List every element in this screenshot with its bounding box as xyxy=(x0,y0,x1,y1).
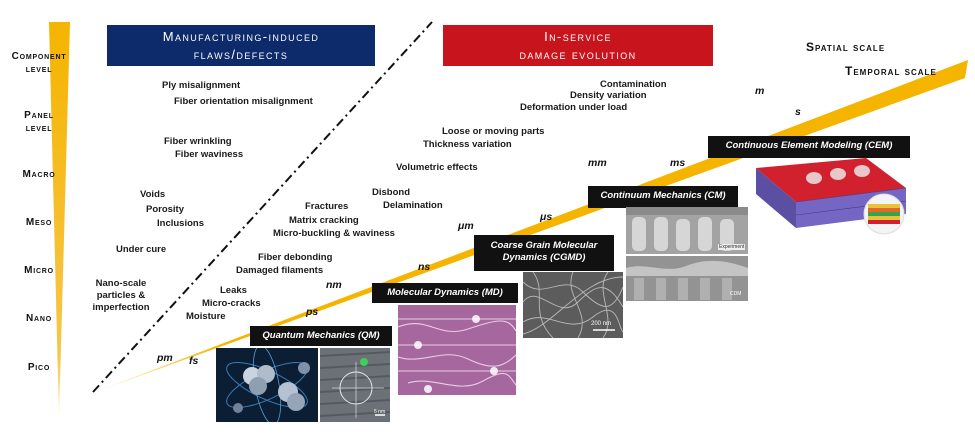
unit-ns: ns xyxy=(418,261,431,273)
defect-nano-scale-line1: Nano-scale xyxy=(95,278,147,289)
damage-micro-buckling: Micro-buckling & waviness xyxy=(273,228,395,239)
defect-fiber-orientation: Fiber orientation misalignment xyxy=(174,96,313,107)
cgmd-microscopy-image: 200 nm xyxy=(523,272,623,338)
unit-nm: nm xyxy=(326,279,342,291)
inservice-header: In-service damage evolution xyxy=(443,25,713,66)
cm-experiment-label: Experiment xyxy=(718,244,746,250)
cm-simulation-label: CDM xyxy=(730,291,742,297)
cem-model-graphic xyxy=(756,158,906,235)
defect-fiber-wrinkling: Fiber wrinkling xyxy=(164,136,232,147)
manufacturing-header-line1: Manufacturing-induced xyxy=(162,29,320,44)
damage-density-variation: Density variation xyxy=(570,90,647,101)
level-panel-line2: level xyxy=(25,123,53,134)
level-panel-line1: Panel xyxy=(24,110,54,121)
vertical-scale-wedge xyxy=(49,22,70,418)
method-qm-box: Quantum Mechanics (QM) xyxy=(250,326,392,346)
method-cgmd-line2: Dynamics (CGMD) xyxy=(502,252,586,263)
defect-moisture: Moisture xyxy=(186,311,226,322)
method-cem-box: Continuous Element Modeling (CEM) xyxy=(708,136,910,158)
unit-mm: mm xyxy=(588,157,607,169)
level-component: Component level xyxy=(4,50,74,76)
cm-simulation-image: CDM xyxy=(626,256,748,301)
qm-atom-image xyxy=(216,348,318,422)
manufacturing-header-line2: flaws/defects xyxy=(193,47,289,62)
defect-fiber-waviness: Fiber waviness xyxy=(175,149,244,160)
damage-deformation: Deformation under load xyxy=(520,102,628,113)
qm-microscopy-image: 5 nm xyxy=(320,348,390,422)
qm-scale-label: 5 nm xyxy=(374,409,386,415)
damage-delamination: Delamination xyxy=(383,200,443,211)
level-macro: Macro xyxy=(22,169,56,180)
damage-disbond: Disbond xyxy=(372,187,410,198)
md-simulation-graphic xyxy=(398,305,516,395)
cm-simulation-graphic xyxy=(626,256,748,301)
damage-loose-parts: Loose or moving parts xyxy=(442,126,545,137)
unit-ps: ps xyxy=(306,306,319,318)
level-component-line2: level xyxy=(25,64,53,75)
level-pico: Pico xyxy=(27,362,51,373)
inservice-header-line2: damage evolution xyxy=(519,47,637,62)
cgmd-fiber-graphic xyxy=(523,272,623,338)
damage-volumetric: Volumetric effects xyxy=(396,162,478,173)
spatial-scale-label: Spatial scale xyxy=(806,40,886,54)
method-cm-box: Continuum Mechanics (CM) xyxy=(588,186,738,208)
unit-fs: fs xyxy=(189,355,199,367)
qm-atom-graphic xyxy=(226,348,310,422)
manufacturing-header: Manufacturing-induced flaws/defects xyxy=(107,25,375,66)
method-cgmd-line1: Coarse Grain Molecular xyxy=(490,240,598,251)
defect-inclusions: Inclusions xyxy=(157,218,204,229)
unit-m: m xyxy=(755,85,765,97)
defect-nano-scale-line2: particles & xyxy=(96,290,146,301)
cem-model-image xyxy=(756,158,906,238)
damage-fiber-debonding: Fiber debonding xyxy=(258,252,333,263)
defect-nano-scale: Nano-scale particles & imperfection xyxy=(88,278,154,314)
unit-s: s xyxy=(795,106,801,118)
method-cgmd-box: Coarse Grain Molecular Dynamics (CGMD) xyxy=(474,235,614,271)
unit-pm: pm xyxy=(157,352,173,364)
defects-divider-line xyxy=(92,21,433,393)
cgmd-scale-label: 200 nm xyxy=(591,321,612,327)
level-micro: Micro xyxy=(24,265,54,276)
method-md-box: Molecular Dynamics (MD) xyxy=(372,283,518,303)
level-component-line1: Component xyxy=(11,51,67,62)
damage-thickness-variation: Thickness variation xyxy=(423,139,512,150)
level-panel: Panel level xyxy=(4,109,74,135)
level-nano: Nano xyxy=(26,313,52,324)
defect-voids: Voids xyxy=(140,189,166,200)
unit-us: μs xyxy=(540,211,553,223)
inservice-header-line1: In-service xyxy=(544,29,612,44)
damage-contamination: Contamination xyxy=(600,79,667,90)
defect-under-cure: Under cure xyxy=(116,244,167,255)
defect-nano-scale-line3: imperfection xyxy=(92,302,150,313)
unit-ms: ms xyxy=(670,157,686,169)
defect-leaks: Leaks xyxy=(220,285,247,296)
damage-matrix-cracking: Matrix cracking xyxy=(289,215,359,226)
qm-microscopy-graphic xyxy=(320,348,390,422)
defect-micro-cracks: Micro-cracks xyxy=(202,298,261,309)
damage-damaged-filaments: Damaged filaments xyxy=(236,265,324,276)
unit-um: μm xyxy=(458,220,474,232)
defect-porosity: Porosity xyxy=(146,204,185,215)
cm-experiment-image: Experiment xyxy=(626,207,748,254)
level-meso: Meso xyxy=(25,217,53,228)
md-simulation-image xyxy=(398,305,516,395)
temporal-scale-label: Temporal scale xyxy=(845,64,937,78)
damage-fractures: Fractures xyxy=(305,201,349,212)
defect-ply-misalignment: Ply misalignment xyxy=(162,80,241,91)
